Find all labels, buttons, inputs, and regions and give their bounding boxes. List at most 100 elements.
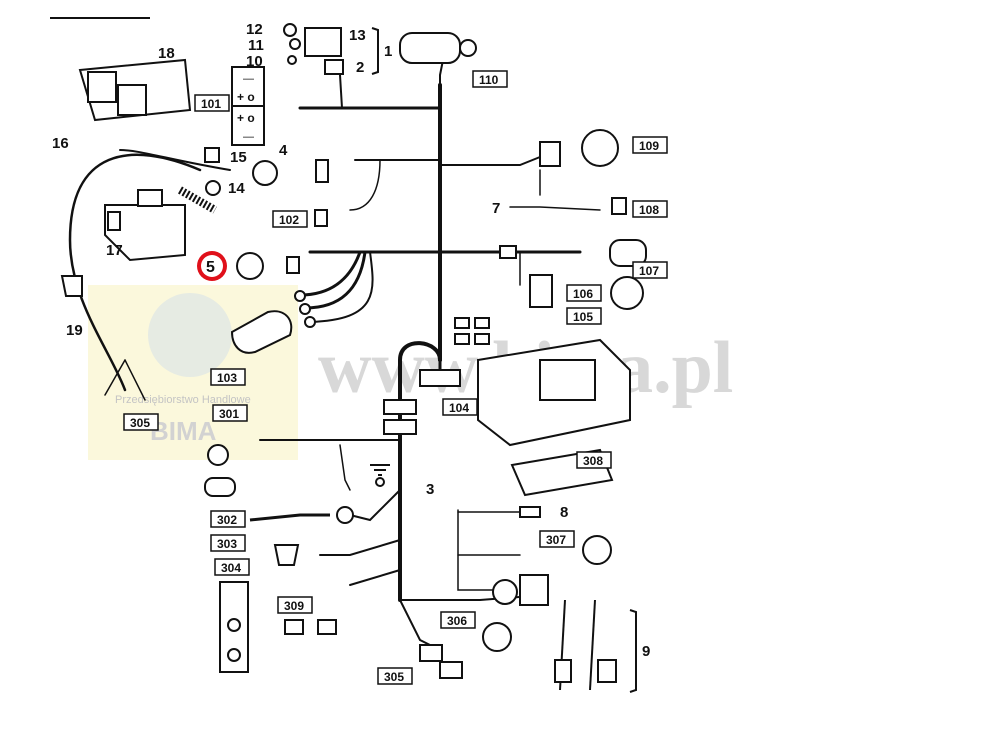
callout-15: 15 <box>230 149 247 166</box>
svg-text:309: 309 <box>284 599 304 613</box>
ring-terminal-3 <box>304 316 316 328</box>
highlight-5: 5 <box>197 251 227 281</box>
box-107: 107 <box>632 261 668 279</box>
svg-text:307: 307 <box>546 533 566 547</box>
dashboard-panel <box>539 359 596 401</box>
battery-17 <box>104 204 186 262</box>
screw-12 <box>283 23 297 37</box>
box-103: 103 <box>210 368 246 386</box>
callout-9: 9 <box>642 643 650 660</box>
callout-18: 18 <box>158 45 175 62</box>
symbol-306 <box>482 622 512 652</box>
bracket-9 <box>629 609 637 693</box>
switch-4 <box>252 160 278 186</box>
battery-minus-bottom: — <box>243 131 254 143</box>
boxed-labels: 110 101 109 108 102 107 106 105 103 104 … <box>123 70 668 685</box>
battery-cap-17 <box>137 189 163 207</box>
connector-9b <box>597 659 617 683</box>
harness-ground-3 <box>309 251 374 323</box>
cable-16-loom <box>119 149 231 171</box>
screw-10 <box>287 55 297 65</box>
connector-105c <box>454 333 470 345</box>
callout-11: 11 <box>248 37 264 54</box>
connector-305b <box>439 661 463 679</box>
sensor-near-5 <box>286 256 300 274</box>
socket-body-301 <box>204 477 236 497</box>
battery-minus-top: — <box>243 73 254 85</box>
box-305-left: 305 <box>123 413 159 431</box>
connector-109 <box>539 141 561 167</box>
svg-text:308: 308 <box>583 454 603 468</box>
part-2 <box>324 59 344 75</box>
box-104: 104 <box>442 398 478 416</box>
symbol-106 <box>610 276 644 310</box>
ground-strap-14 <box>178 186 217 214</box>
lamp-302 <box>336 506 354 524</box>
connector-104 <box>419 369 461 387</box>
callout-7: 7 <box>492 200 500 217</box>
svg-text:103: 103 <box>217 371 237 385</box>
socket-301 <box>207 444 229 466</box>
callout-2: 2 <box>356 59 364 76</box>
sensor-102 <box>314 209 328 227</box>
harness-branch-starter-110 <box>439 59 444 109</box>
box-302: 302 <box>210 510 246 528</box>
callout-16: 16 <box>52 135 69 152</box>
connector-3a <box>383 399 417 415</box>
callout-14: 14 <box>228 180 245 197</box>
relay-2 <box>117 84 147 116</box>
sender-5 <box>236 252 264 280</box>
box-304: 304 <box>214 558 250 576</box>
callout-4: 4 <box>279 142 288 159</box>
cable-305-left <box>104 359 126 396</box>
sensor-108 <box>611 197 627 215</box>
connector-8 <box>519 506 541 518</box>
bolt-15 <box>204 147 220 163</box>
harness-branch-307 <box>457 509 501 591</box>
symbol-307 <box>582 535 612 565</box>
watermark-company-name: BIMA <box>150 416 217 446</box>
component-302 <box>249 513 330 522</box>
relay-13 <box>304 27 342 57</box>
svg-text:305: 305 <box>130 416 150 430</box>
box-309: 309 <box>277 596 313 614</box>
connector-309b <box>317 619 337 635</box>
box-301: 301 <box>212 404 248 422</box>
connector-309a <box>284 619 304 635</box>
harness-branch-302 <box>349 489 401 522</box>
connector-305a <box>419 644 443 662</box>
connector-105b <box>474 317 490 329</box>
ring-terminal-1 <box>294 290 306 302</box>
battery-markings: — + o + o — <box>237 73 255 143</box>
svg-text:102: 102 <box>279 213 299 227</box>
tail-lamp-2 <box>227 648 241 662</box>
harness-branch-305 <box>399 599 441 651</box>
components <box>60 23 647 693</box>
box-308: 308 <box>576 451 612 469</box>
callout-8: 8 <box>560 504 568 521</box>
svg-text:105: 105 <box>573 310 593 324</box>
connector-9a <box>554 659 572 683</box>
box-303: 303 <box>210 534 246 552</box>
callout-10: 10 <box>246 53 263 70</box>
connector-105d <box>474 333 490 345</box>
harness-branch-303 <box>319 539 401 556</box>
starter-end-110 <box>459 39 477 57</box>
cable-305-left2 <box>124 359 146 401</box>
clip-17 <box>107 211 121 231</box>
svg-text:106: 106 <box>573 287 593 301</box>
box-108: 108 <box>632 200 668 218</box>
clip-19 <box>60 275 83 297</box>
callout-19: 19 <box>66 322 83 339</box>
starter-motor-110 <box>399 32 461 64</box>
svg-text:109: 109 <box>639 139 659 153</box>
harness-branch-102b <box>349 159 381 211</box>
box-106: 106 <box>566 284 602 302</box>
highlight-label-5: 5 <box>206 259 215 276</box>
harness-branch-108 <box>509 206 601 211</box>
tail-lamp-1 <box>227 618 241 632</box>
box-306: 306 <box>440 611 476 629</box>
harness-branch-fuse <box>339 444 351 491</box>
